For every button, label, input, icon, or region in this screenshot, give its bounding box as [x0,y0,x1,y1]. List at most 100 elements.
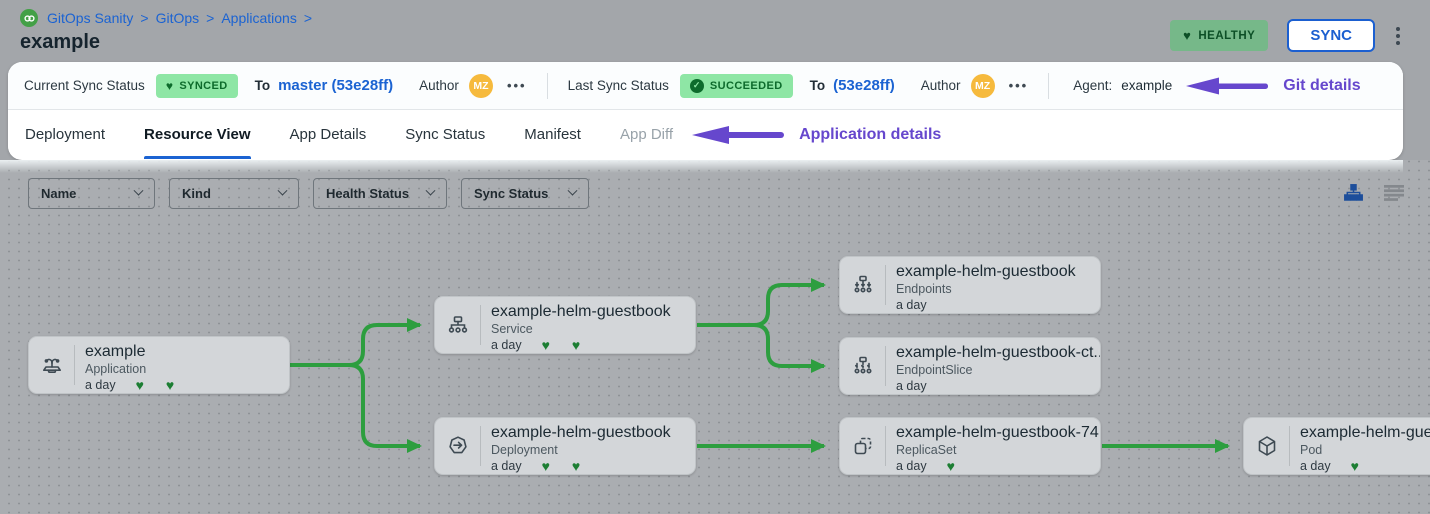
node-title: example-helm-guestbook [491,303,671,320]
divider [1048,72,1050,99]
application-details-annotation-label: Application details [799,125,942,143]
heart-icon: ♥ [165,377,175,393]
arrow-left-icon [692,125,785,144]
kebab-menu-icon[interactable] [1394,25,1402,47]
node-title: example [85,343,146,360]
heart-icon: ♥ [571,458,581,474]
agent-value: example [1121,78,1173,93]
node-endpointslice[interactable]: example-helm-guestbook-ct... EndpointSli… [839,337,1101,395]
application-details-annotation: Application details [692,125,941,145]
arrow-left-icon [1186,77,1269,94]
heart-icon: ♥ [541,458,550,474]
divider [546,72,548,99]
git-details-annotation-label: Git details [1283,76,1361,94]
view-toggle [1344,184,1404,201]
node-application-example[interactable]: example Application a day ♥ ♥ [28,336,290,394]
node-service[interactable]: example-helm-guestbook Service a day ♥ ♥ [434,296,696,354]
tab-resource-view[interactable]: Resource View [144,110,251,159]
node-title: example-helm-guestbook [491,424,671,441]
filter-label: Kind [182,186,211,201]
endpoints-icon [840,265,886,305]
node-kind: Deployment [491,443,558,457]
node-title: example-helm-guestbook-ct... [896,344,1100,361]
page-title: example [20,31,101,53]
app-tabs: Deployment Resource View App Details Syn… [8,110,1403,159]
heart-icon: ♥ [946,458,955,474]
heart-icon: ♥ [571,337,581,353]
tree-view-icon[interactable] [1344,184,1363,201]
filter-name-dropdown[interactable]: Name [28,178,155,209]
agent-label: Agent: [1073,78,1113,93]
gitops-logo-icon [20,9,38,27]
tab-manifest[interactable]: Manifest [524,126,581,143]
to-label: To [809,78,826,93]
node-age: a day [491,338,522,352]
health-status-badge: ♥ HEALTHY [1170,20,1269,51]
chevron-down-icon [277,185,288,196]
node-kind: EndpointSlice [896,363,973,377]
synced-badge-label: SYNCED [179,79,228,92]
to-label: To [254,78,271,93]
deployment-icon [435,426,481,466]
app-status-card: Current Sync Status ♥ SYNCED To master (… [8,62,1403,160]
application-icon [29,345,75,385]
node-age: a day [896,298,927,312]
node-kind: Pod [1300,443,1323,457]
node-title: example-helm-guestbook [896,263,1076,280]
node-age: a day [896,379,927,393]
succeeded-badge: ✓ SUCCEEDED [679,73,793,98]
replicaset-icon [840,426,886,466]
filter-label: Name [41,186,77,201]
node-endpoints[interactable]: example-helm-guestbook Endpoints a day [839,256,1101,314]
avatar[interactable]: MZ [468,73,493,98]
node-deployment[interactable]: example-helm-guestbook Deployment a day … [434,417,696,475]
git-details-annotation: Git details [1186,76,1361,95]
last-sync-status-label: Last Sync Status [567,78,669,93]
filter-bar: Name Kind Health Status Sync Status [28,178,589,209]
agent-info: Agent: example [1073,78,1172,93]
breadcrumb-item-applications[interactable]: Applications [221,10,297,26]
endpointslice-icon [840,346,886,386]
author-label: Author [920,78,961,93]
breadcrumb-separator: > [206,10,215,26]
last-commit-more-button[interactable]: ••• [1008,78,1029,93]
sync-button[interactable]: SYNC [1287,19,1375,52]
node-kind: ReplicaSet [896,443,957,457]
node-kind: Application [85,362,147,376]
chevron-down-icon [133,185,144,196]
breadcrumb-item-gitops[interactable]: GitOps [155,10,200,26]
heart-icon: ♥ [541,337,550,353]
header-actions: ♥ HEALTHY SYNC [1170,19,1402,52]
filter-kind-dropdown[interactable]: Kind [169,178,299,209]
node-age: a day [85,378,116,392]
tab-app-details[interactable]: App Details [289,126,367,143]
succeeded-badge-label: SUCCEEDED [709,79,783,92]
node-title: example-helm-guestbook-74... [896,424,1100,441]
node-title: example-helm-guest [1300,424,1430,441]
service-icon [435,305,481,345]
breadcrumb-separator: > [140,10,149,26]
breadcrumb-item-project[interactable]: GitOps Sanity [47,10,134,26]
current-sync-status-label: Current Sync Status [24,78,145,93]
list-view-icon[interactable] [1384,184,1404,201]
filter-label: Sync Status [474,186,549,201]
current-revision-link[interactable]: master (53e28ff) [278,77,394,94]
tab-deployment[interactable]: Deployment [25,126,106,143]
heart-icon: ♥ [1350,458,1359,474]
chevron-down-icon [567,185,578,196]
tab-sync-status[interactable]: Sync Status [405,126,486,143]
resource-graph-canvas[interactable]: Name Kind Health Status Sync Status [0,160,1430,514]
heart-icon: ♥ [135,377,144,393]
breadcrumb-separator: > [303,10,313,26]
last-revision-link[interactable]: (53e28ff) [833,77,895,94]
avatar[interactable]: MZ [970,73,995,98]
node-pod[interactable]: example-helm-guest Pod a day ♥ [1243,417,1430,475]
node-kind: Endpoints [896,282,952,296]
filter-health-status-dropdown[interactable]: Health Status [313,178,447,209]
pod-icon [1244,426,1290,466]
current-commit-more-button[interactable]: ••• [506,78,527,93]
node-kind: Service [491,322,533,336]
tab-app-diff[interactable]: App Diff [619,126,674,143]
filter-sync-status-dropdown[interactable]: Sync Status [461,178,589,209]
node-replicaset[interactable]: example-helm-guestbook-74... ReplicaSet … [839,417,1101,475]
